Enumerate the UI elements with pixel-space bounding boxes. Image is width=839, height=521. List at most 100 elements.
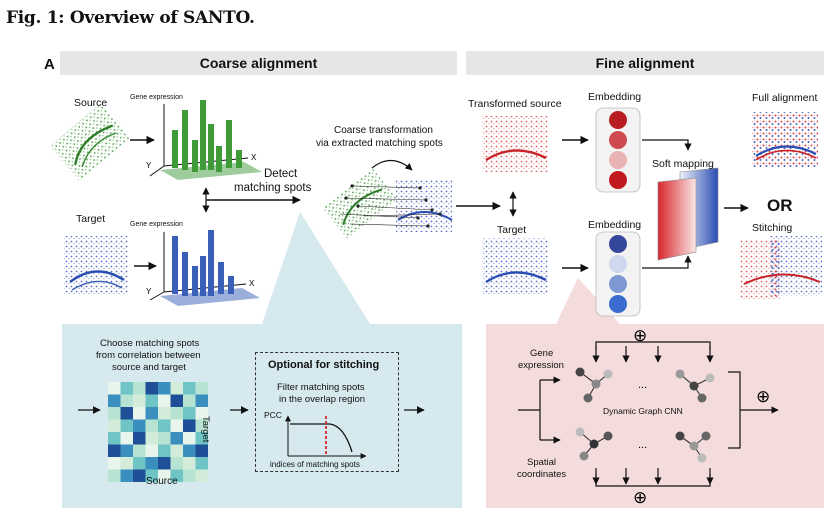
heatmap-cell [170, 457, 183, 470]
ellipsis-bottom: ... [638, 439, 647, 451]
heatmap-cell [183, 469, 196, 482]
heatmap-cell [145, 394, 158, 407]
optional-stitching-box [255, 352, 399, 472]
heatmap-cell [108, 457, 121, 470]
heatmap-cell [133, 407, 146, 420]
heatmap-cell [195, 407, 208, 420]
heatmap-cell [158, 407, 171, 420]
target-tissue-fine [482, 238, 548, 294]
transformed-source-tissue [482, 116, 548, 172]
embed-node [609, 295, 627, 313]
coarse-transform-label: Coarse transformation [334, 125, 433, 136]
gene-expression-label-target: Gene expression [130, 221, 183, 228]
heatmap-cell [195, 432, 208, 445]
filter-label-2: in the overlap region [279, 394, 366, 405]
heatmap-cell [170, 382, 183, 395]
source-expression-plot [149, 100, 262, 180]
or-label: OR [767, 196, 793, 215]
heatmap-y-label: Target [200, 416, 211, 443]
x-axis-label-target: X [249, 279, 255, 288]
dgcnn-flow [518, 341, 779, 487]
heatmap-cell [158, 469, 171, 482]
heatmap-cell [120, 444, 133, 457]
soft-mapping-label: Soft mapping [652, 158, 714, 170]
target-label-fine: Target [497, 224, 527, 236]
pcc-plot [285, 415, 367, 459]
heatmap-cell [158, 419, 171, 432]
target-embedding-stack [595, 231, 641, 317]
spatial-label: Spatial [527, 457, 557, 468]
heatmap-cell [133, 432, 146, 445]
coarse-zoom-callout [262, 212, 370, 324]
embed-to-mapping-bottom [642, 255, 692, 269]
heatmap-cell [133, 382, 146, 395]
heatmap-cell [145, 469, 158, 482]
fine-detail-panel [486, 324, 824, 508]
heatmap-cell [170, 394, 183, 407]
choose-label-2: from correlation between [96, 350, 201, 361]
transformed-source-label: Transformed source [468, 98, 562, 110]
heatmap-cell [145, 444, 158, 457]
heatmap-cell [183, 394, 196, 407]
dgcnn-label: Dynamic Graph CNN [603, 406, 683, 416]
heatmap-cell [108, 407, 121, 420]
heatmap-cell [108, 444, 121, 457]
heatmap-cell [170, 419, 183, 432]
heatmap-cell [195, 394, 208, 407]
heatmap-cell [145, 457, 158, 470]
heatmap-cell [145, 419, 158, 432]
indices-label: indices of matching spots [270, 460, 360, 469]
optional-stitching-title: Optional for stitching [268, 359, 380, 371]
gene-label-2: expression [518, 360, 564, 371]
coarse-transform-label-2: via extracted matching spots [316, 138, 443, 149]
heatmap-cell [108, 419, 121, 432]
coarse-transform-image [322, 159, 453, 240]
heatmap-cell [158, 432, 171, 445]
heatmap-cell [195, 444, 208, 457]
heatmap-cell [195, 469, 208, 482]
heatmap-cell [183, 419, 196, 432]
heatmap-cell [133, 444, 146, 457]
heatmap-cell [133, 394, 146, 407]
heatmap-cell [120, 419, 133, 432]
heatmap-cell [170, 407, 183, 420]
embed-node [609, 151, 627, 169]
full-alignment-image [752, 112, 818, 168]
heatmap-cell [108, 469, 121, 482]
heatmap-cell [158, 457, 171, 470]
heatmap-cell [108, 394, 121, 407]
stitching-image [740, 236, 822, 300]
embed-node [609, 131, 627, 149]
heatmap-cell [195, 419, 208, 432]
heatmap-cell [183, 444, 196, 457]
choose-label-3: source and target [112, 362, 186, 373]
oplus-top: ⊕ [633, 326, 647, 346]
source-label: Source [74, 97, 108, 109]
heatmap-cell [108, 382, 121, 395]
heatmap-cell [120, 382, 133, 395]
heatmap-cell [195, 382, 208, 395]
x-axis-label-source: X [251, 153, 257, 162]
embed-node [609, 255, 627, 273]
panel-label: A [44, 56, 55, 73]
heatmap-cell [120, 407, 133, 420]
heatmap-cell [170, 432, 183, 445]
figure-title: Fig. 1: Overview of SANTO. [6, 8, 255, 28]
heatmap-cell [145, 432, 158, 445]
source-tissue [49, 103, 131, 181]
embed-node [609, 235, 627, 253]
heatmap-x-label: Source [146, 476, 178, 487]
detect-label: Detect [264, 168, 298, 180]
heatmap-cell [133, 419, 146, 432]
heatmap-cell [170, 444, 183, 457]
heatmap-cell [120, 457, 133, 470]
detect-label-2: matching spots [234, 182, 312, 194]
heatmap-cell [183, 432, 196, 445]
full-alignment-label: Full alignment [752, 92, 818, 104]
y-axis-label-target: Y [146, 287, 152, 296]
oplus-bottom: ⊕ [633, 488, 647, 508]
heatmap-cell [158, 382, 171, 395]
heatmap-cell [108, 432, 121, 445]
stitching-label: Stitching [752, 222, 793, 234]
